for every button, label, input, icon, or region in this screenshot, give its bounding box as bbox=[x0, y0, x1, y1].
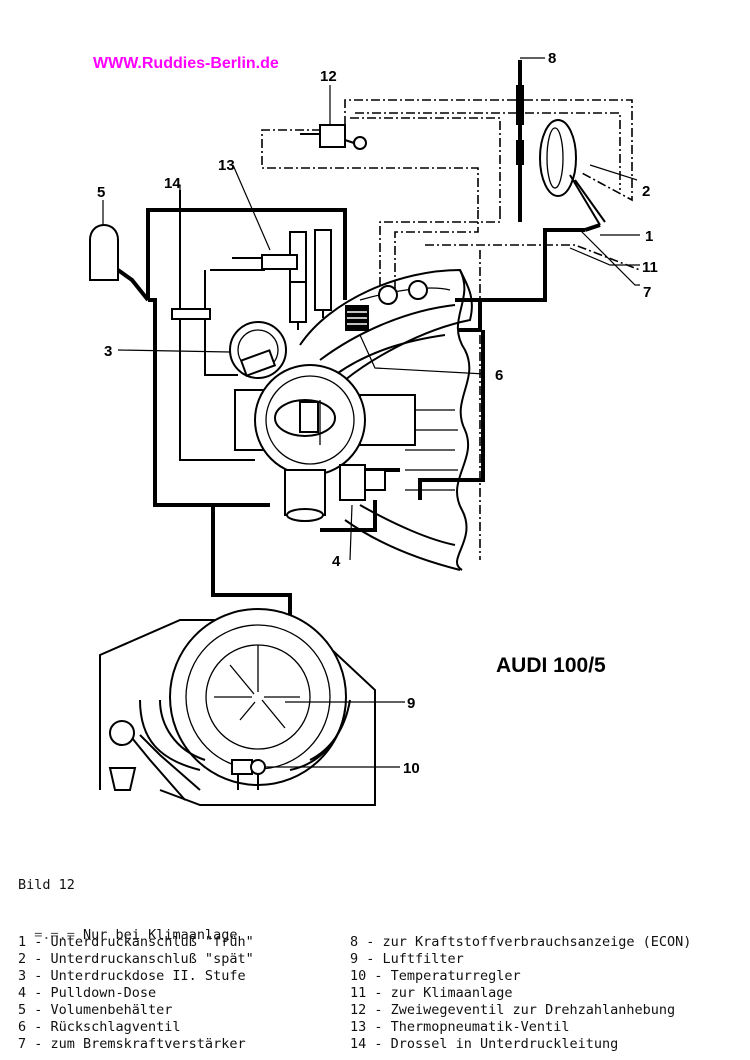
legend-item: 6 - Rückschlagventil bbox=[18, 1019, 181, 1035]
legend-item: 1 - Unterdruckanschluß "früh" bbox=[18, 934, 254, 950]
callout-10: 10 bbox=[403, 760, 420, 777]
legend-item: 11 - zur Klimaanlage bbox=[350, 985, 513, 1001]
watermark-text: WWW.Ruddies-Berlin.de bbox=[93, 55, 279, 72]
legend-item: 4 - Pulldown-Dose bbox=[18, 985, 157, 1001]
hose-connectors bbox=[378, 280, 428, 305]
callout-12: 12 bbox=[320, 68, 337, 85]
callout-2: 2 bbox=[642, 183, 650, 200]
volume-reservoir bbox=[89, 224, 119, 281]
callout-9: 9 bbox=[407, 695, 415, 712]
legend-item: 10 - Temperaturregler bbox=[350, 968, 521, 984]
callout-1: 1 bbox=[645, 228, 653, 245]
air-intake bbox=[108, 720, 201, 801]
legend-item: 5 - Volumenbehälter bbox=[18, 1002, 173, 1018]
legend-left: 1 - Unterdruckanschluß "früh" 2 - Unterd… bbox=[18, 934, 254, 1053]
callout-7: 7 bbox=[643, 284, 651, 301]
legend-item: 13 - Thermopneumatik-Ventil bbox=[350, 1019, 570, 1035]
thermopneumatic-valve bbox=[261, 229, 332, 330]
model-title: AUDI 100/5 bbox=[496, 654, 606, 677]
two-way-valve bbox=[300, 124, 367, 150]
legend-item: 9 - Luftfilter bbox=[350, 951, 464, 967]
callout-11: 11 bbox=[642, 259, 658, 276]
callout-numbers: 1 2 3 4 5 6 7 8 9 10 11 12 13 14 bbox=[97, 50, 658, 777]
legend-item: 12 - Zweiwegeventil zur Drehzahlanhebung bbox=[350, 1002, 676, 1018]
distributor-vacuum-unit bbox=[539, 119, 606, 226]
callout-3: 3 bbox=[104, 343, 112, 360]
dash-note-text: Nur bei Klimaanlage bbox=[83, 927, 238, 943]
legend-item: 14 - Drossel in Unterdruckleitung bbox=[350, 1036, 619, 1052]
legend-right: 8 - zur Kraftstoffverbrauchsanzeige (ECO… bbox=[350, 934, 691, 1053]
legend-item: 3 - Unterdruckdose II. Stufe bbox=[18, 968, 246, 984]
callout-8: 8 bbox=[548, 50, 556, 67]
throttle-restrictor bbox=[171, 308, 211, 320]
carburetor bbox=[234, 364, 416, 522]
callout-leaders bbox=[102, 57, 640, 768]
legend-item: 2 - Unterdruckanschluß "spät" bbox=[18, 951, 254, 967]
air-filter bbox=[99, 608, 376, 806]
check-valve bbox=[345, 305, 369, 331]
dash-note: =.=.= Nur bei Klimaanlage bbox=[18, 911, 237, 943]
callout-6: 6 bbox=[495, 367, 503, 384]
legend-item: 7 - zum Bremskraftverstärker bbox=[18, 1036, 246, 1052]
figure-caption: Bild 12 bbox=[18, 877, 75, 893]
callout-5: 5 bbox=[97, 184, 105, 201]
temperature-regulator bbox=[231, 759, 266, 790]
dash-symbol: =.=.= bbox=[34, 927, 75, 943]
vacuum-diaphragm-stage2 bbox=[229, 321, 287, 379]
legend-item: 8 - zur Kraftstoffverbrauchsanzeige (ECO… bbox=[350, 934, 692, 950]
intake-manifold bbox=[299, 268, 473, 571]
pulldown-diaphragm bbox=[364, 469, 386, 491]
callout-4: 4 bbox=[332, 553, 341, 570]
econ-line bbox=[516, 85, 524, 165]
callout-14: 14 bbox=[164, 175, 181, 192]
callout-13: 13 bbox=[218, 157, 235, 174]
